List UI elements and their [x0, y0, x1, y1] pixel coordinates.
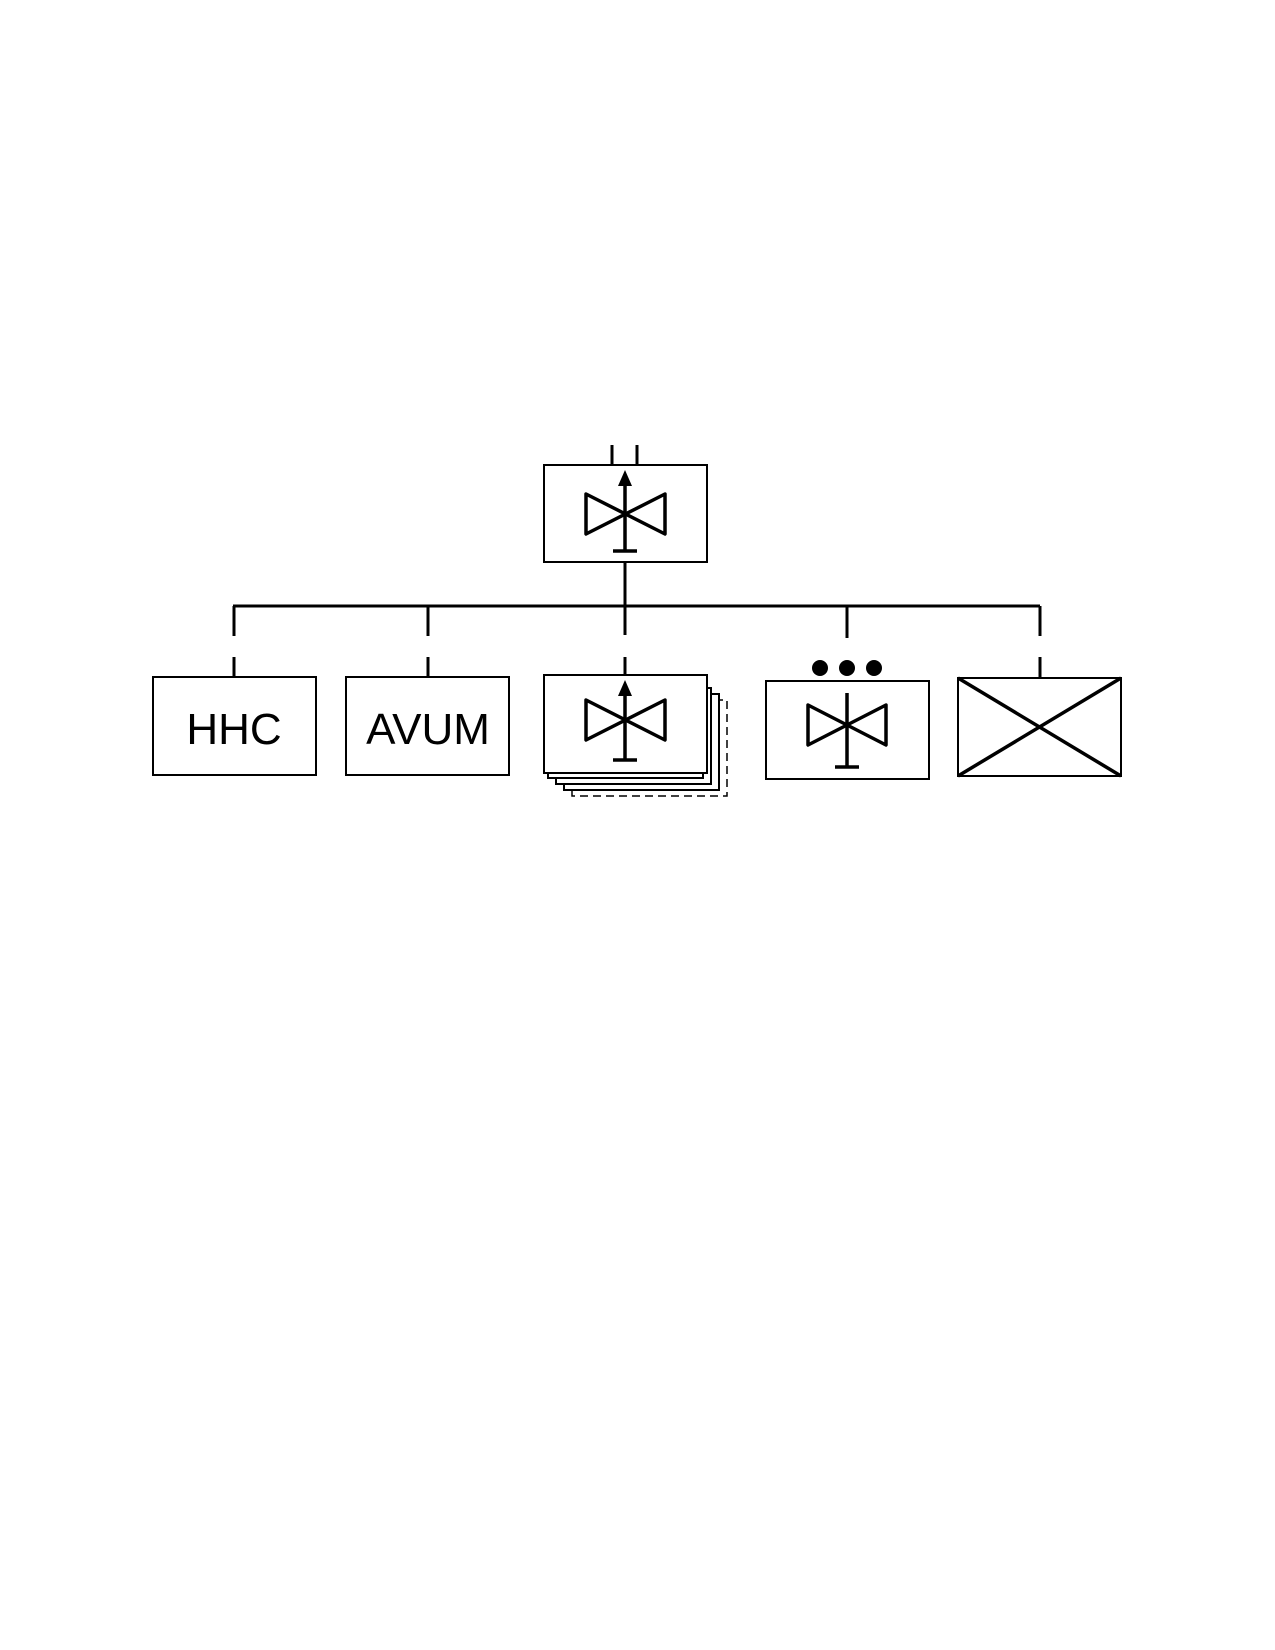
aviation-platoon-unit — [765, 660, 930, 780]
infantry-cross-icon — [957, 676, 1122, 778]
platoon-echelon-dots-icon — [812, 660, 882, 676]
hhc-label: HHC — [186, 705, 281, 754]
avum-label: AVUM — [366, 705, 490, 754]
headquarters-unit — [543, 445, 708, 563]
aviation-platoon-icon — [806, 693, 888, 769]
connector-lines — [232, 562, 1042, 677]
aviation-company-icon — [584, 680, 667, 762]
avum-unit: AVUM — [345, 676, 510, 776]
avum-unit-frame — [345, 676, 510, 776]
aviation-hq-icon — [584, 470, 667, 553]
hhc-unit-frame — [152, 676, 317, 776]
hhc-unit: HHC — [152, 676, 317, 776]
infantry-unit — [957, 676, 1122, 778]
aviation-companies-unit — [543, 674, 728, 797]
